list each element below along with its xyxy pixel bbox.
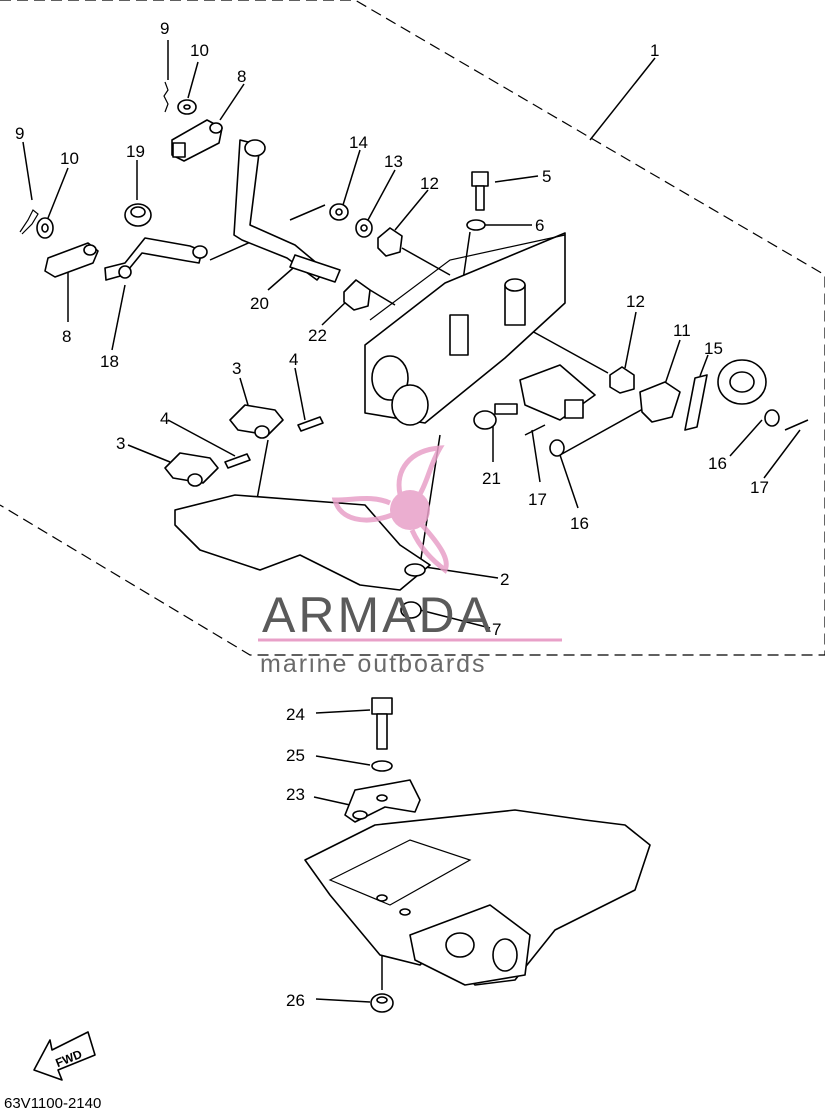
callout-18: 18 xyxy=(100,352,119,371)
callout-8: 8 xyxy=(237,67,246,86)
callout-5: 5 xyxy=(542,167,551,186)
diagram-code: 63V1100-2140 xyxy=(4,1095,101,1112)
watermark: ARMADA marine outboards xyxy=(258,445,562,678)
leader-lines xyxy=(22,40,801,1003)
callout-7: 7 xyxy=(492,620,501,639)
watermark-brand: ARMADA xyxy=(262,587,494,643)
callout-24: 24 xyxy=(286,705,305,724)
callout-3: 3 xyxy=(232,359,241,378)
callout-11: 11 xyxy=(673,321,691,340)
callout-20: 20 xyxy=(250,294,269,313)
parts xyxy=(19,81,809,1013)
callouts: 1 2 3 3 4 4 5 6 7 8 8 9 9 10 10 11 12 12… xyxy=(15,19,769,1010)
callout-16: 16 xyxy=(708,454,727,473)
callout-4: 4 xyxy=(289,350,298,369)
callout-15: 15 xyxy=(704,339,723,358)
callout-10: 10 xyxy=(60,149,79,168)
callout-17: 17 xyxy=(528,490,547,509)
callout-13: 13 xyxy=(384,152,403,171)
callout-12: 12 xyxy=(420,174,439,193)
callout-2: 2 xyxy=(500,570,509,589)
callout-25: 25 xyxy=(286,746,305,765)
callout-1: 1 xyxy=(650,41,659,60)
callout-22: 22 xyxy=(308,326,327,345)
callout-9: 9 xyxy=(160,19,169,38)
propeller-logo-icon xyxy=(331,445,449,574)
callout-9: 9 xyxy=(15,124,24,143)
callout-14: 14 xyxy=(349,133,368,152)
callout-21: 21 xyxy=(482,469,501,488)
callout-17: 17 xyxy=(750,478,769,497)
callout-10: 10 xyxy=(190,41,209,60)
callout-16: 16 xyxy=(570,514,589,533)
callout-12: 12 xyxy=(626,292,645,311)
fwd-arrow-icon: FWD xyxy=(33,1031,96,1081)
callout-4: 4 xyxy=(160,409,169,428)
callout-3: 3 xyxy=(116,434,125,453)
callout-8: 8 xyxy=(62,327,71,346)
watermark-tagline: marine outboards xyxy=(260,650,487,678)
callout-26: 26 xyxy=(286,991,305,1010)
callout-6: 6 xyxy=(535,216,544,235)
callout-19: 19 xyxy=(126,142,145,161)
callout-23: 23 xyxy=(286,785,305,804)
